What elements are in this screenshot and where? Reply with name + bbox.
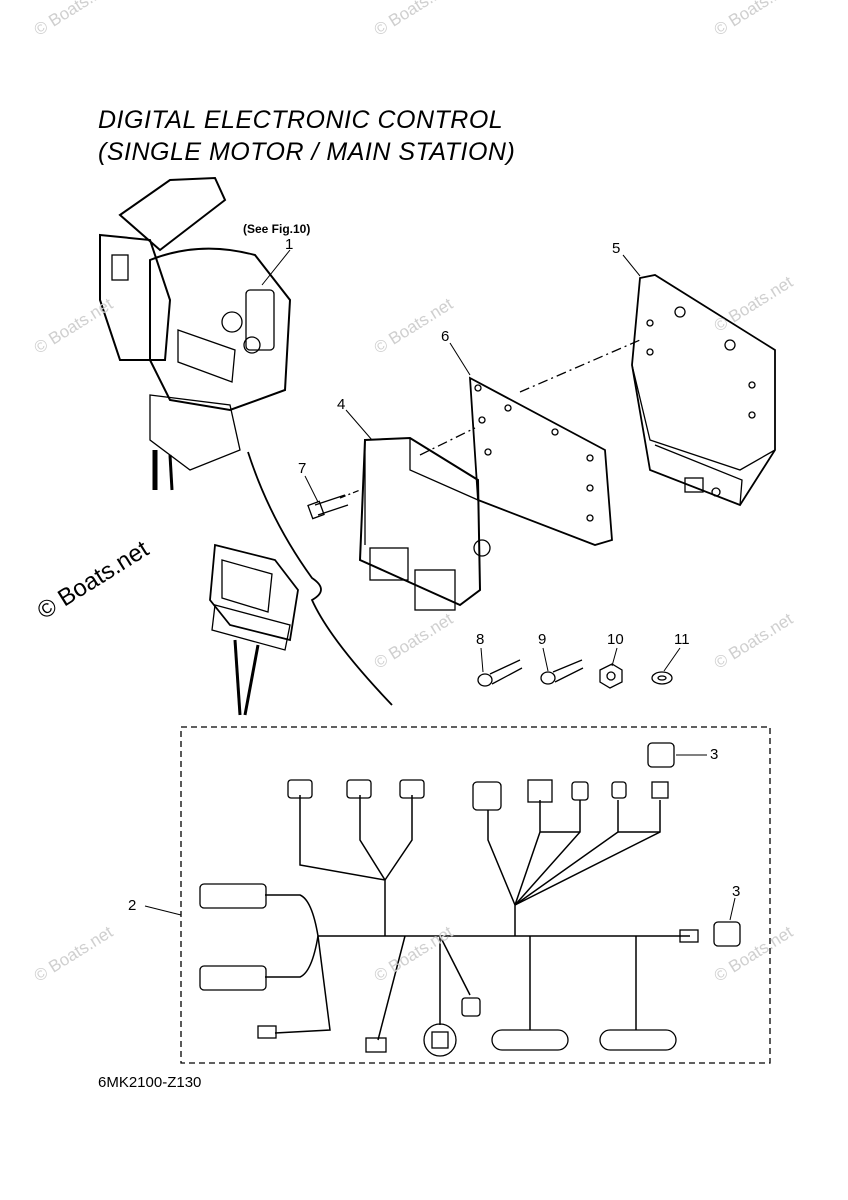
diagram-title-line2: (SINGLE MOTOR / MAIN STATION) bbox=[98, 138, 516, 166]
callout-5[interactable]: 5 bbox=[612, 240, 621, 257]
control-unit-icon bbox=[358, 436, 491, 611]
callout-9[interactable]: 9 bbox=[538, 631, 547, 648]
callout-4[interactable]: 4 bbox=[337, 396, 346, 413]
diagram-code: 6MK2100-Z130 bbox=[98, 1074, 202, 1091]
callout-2[interactable]: 2 bbox=[128, 897, 137, 914]
callout-3b[interactable]: 3 bbox=[732, 883, 741, 900]
harness-group-box bbox=[180, 726, 771, 1064]
wire-harness-icon bbox=[265, 795, 690, 1041]
callout-6[interactable]: 6 bbox=[441, 328, 450, 345]
callout-11[interactable]: 11 bbox=[674, 631, 690, 648]
screw-icon bbox=[477, 659, 584, 687]
figure-reference: (See Fig.10) bbox=[243, 222, 311, 236]
callout-1[interactable]: 1 bbox=[285, 236, 294, 253]
diagram-title-line1: DIGITAL ELECTRONIC CONTROL bbox=[98, 106, 504, 134]
bolt-icon bbox=[307, 494, 349, 520]
bracket-plate-icon bbox=[631, 274, 776, 507]
control-lever-icon bbox=[99, 176, 292, 491]
callout-8[interactable]: 8 bbox=[476, 631, 485, 648]
callout-3a[interactable]: 3 bbox=[710, 746, 719, 763]
inset-bracket bbox=[247, 451, 393, 706]
control-unit-icon bbox=[209, 543, 299, 716]
washer-icon bbox=[651, 671, 673, 685]
callout-7[interactable]: 7 bbox=[298, 460, 307, 477]
callout-10[interactable]: 10 bbox=[607, 631, 624, 648]
connector-icon bbox=[199, 742, 741, 1057]
leader-lines bbox=[144, 249, 736, 921]
mounting-plate-icon bbox=[468, 376, 613, 546]
nut-icon bbox=[599, 663, 623, 689]
